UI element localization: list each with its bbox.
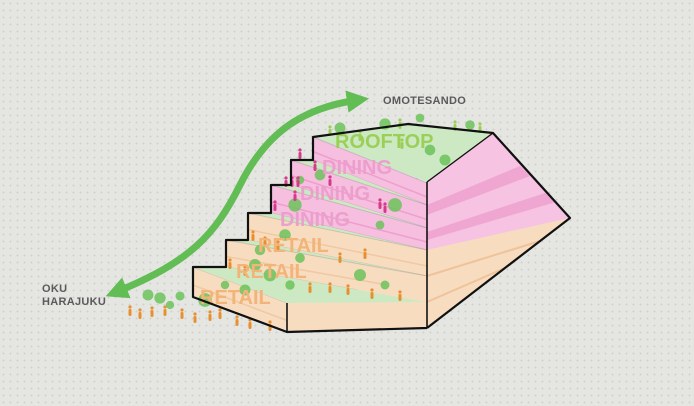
tree-icon (279, 229, 291, 241)
tree-icon (254, 244, 266, 256)
tree-icon (334, 122, 346, 134)
person-icon (383, 202, 387, 213)
tier-stripe (312, 150, 428, 198)
person-icon (313, 160, 317, 171)
pedestrian-flow-arrow (105, 90, 370, 299)
tier-label-dining: DINING (300, 183, 370, 205)
tier-label-retail: RETAIL (258, 235, 329, 257)
person-icon (193, 312, 197, 323)
person-icon (328, 282, 332, 293)
place-label-omotesando: OMOTESANDO (383, 95, 467, 107)
person-icon (298, 148, 302, 159)
person-icon (235, 315, 239, 326)
tree-icon (314, 169, 326, 181)
person-icon (293, 190, 297, 201)
person-icon (398, 118, 402, 129)
person-icon (128, 305, 132, 316)
tree-icon (439, 154, 451, 166)
person-icon (163, 305, 167, 316)
tier-stripe (290, 174, 428, 221)
person-icon (273, 200, 277, 211)
tree-icon (285, 280, 295, 290)
tree-icon (295, 253, 305, 263)
person-icon (370, 288, 374, 299)
tier-label-rooftop: ROOFTOP (335, 131, 434, 153)
person-icon (338, 252, 342, 263)
person-icon (263, 236, 267, 247)
place-label-line: OKU (42, 283, 68, 295)
tier-label-retail: RETAIL (200, 287, 271, 309)
tree-icon (239, 284, 251, 296)
tree-icon (142, 289, 154, 301)
tree-icon (380, 280, 390, 290)
person-icon (308, 282, 312, 293)
tree-icon (465, 120, 475, 130)
tree-icon (175, 291, 185, 301)
tier-front-face (287, 276, 427, 332)
place-label-oku-harajuku: OKU HARAJUKU (42, 283, 106, 309)
person-icon (398, 290, 402, 301)
person-icon (243, 265, 247, 276)
tree-icon (220, 280, 230, 290)
person-icon (150, 306, 154, 317)
tier-label-dining: DINING (322, 157, 392, 179)
tree-icon (388, 198, 402, 212)
tree-icon (263, 268, 277, 282)
tree-icon (165, 300, 175, 310)
tier-stripe (192, 284, 288, 322)
person-icon (296, 176, 300, 187)
person-icon (218, 308, 222, 319)
person-icon (248, 318, 252, 329)
building-outline (191, 122, 572, 334)
tree-icon (288, 198, 302, 212)
person-icon (180, 308, 184, 319)
person-icon (228, 258, 232, 269)
person-icon (251, 230, 255, 241)
tree-icon (353, 268, 367, 282)
person-icon (400, 138, 404, 149)
person-icon (138, 308, 142, 319)
person-icon (328, 175, 332, 186)
person-icon (346, 284, 350, 295)
tier-stripe (247, 228, 428, 267)
tree-icon (249, 259, 261, 271)
tier-label-dining: DINING (280, 209, 350, 231)
building-edge (426, 132, 494, 183)
place-label-line: HARAJUKU (42, 296, 107, 308)
rooftop-terrace (313, 124, 493, 182)
tree-icon (415, 113, 425, 123)
tree-icon (424, 144, 436, 156)
person-icon (208, 310, 212, 321)
tree-icon (154, 292, 166, 304)
person-icon (276, 240, 280, 251)
tier-label-retail: RETAIL (236, 261, 307, 283)
person-icon (378, 198, 382, 209)
person-icon (363, 248, 367, 259)
tree-icon (375, 220, 385, 230)
